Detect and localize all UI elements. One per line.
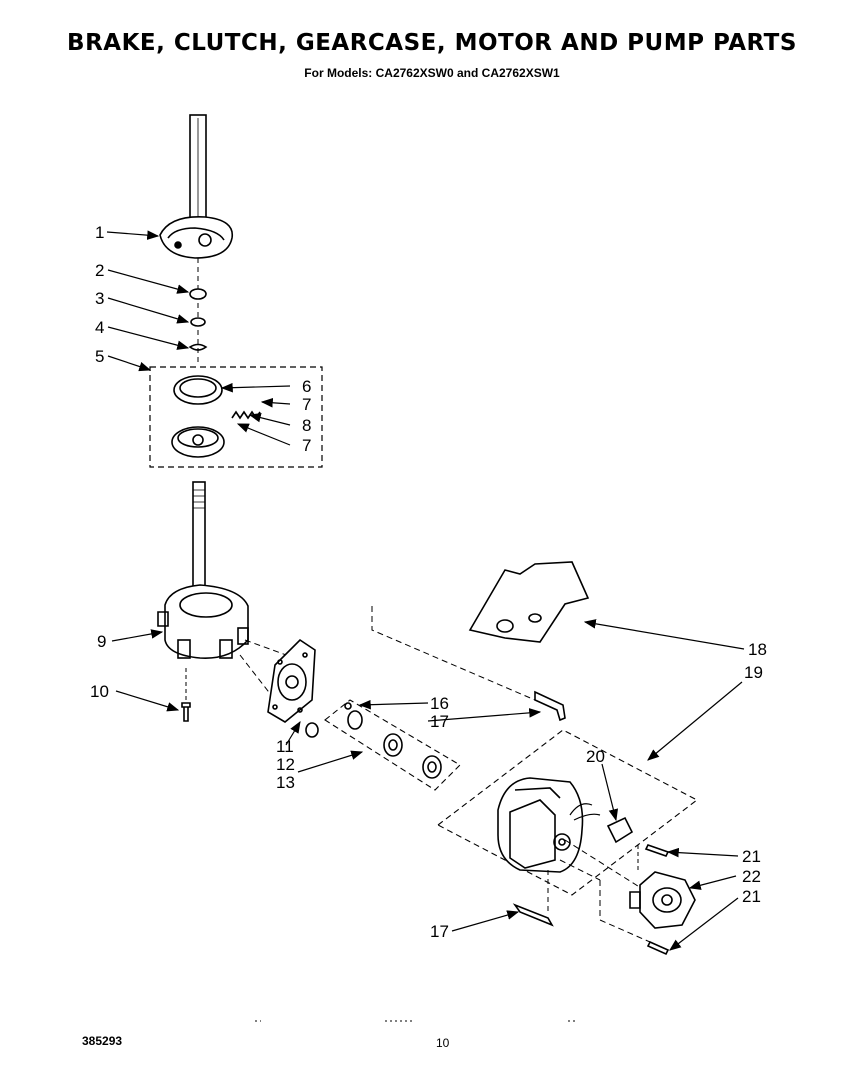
pump-housing-part [629, 871, 696, 929]
callout-4: 4 [95, 318, 104, 337]
spring-part [231, 410, 261, 420]
callout-17-upper: 17 [430, 712, 449, 731]
callout-12: 12 [276, 755, 295, 774]
callout-7-lower: 7 [302, 436, 311, 455]
document-number: 385293 [82, 1034, 123, 1048]
callout-21-upper: 21 [742, 847, 761, 866]
callout-22: 22 [742, 867, 761, 886]
clip-part-upper [644, 844, 670, 857]
clip-upper-part [534, 690, 566, 722]
callout-10: 10 [90, 682, 109, 701]
callout-18: 18 [748, 640, 767, 659]
callout-1: 1 [95, 223, 104, 242]
page-subtitle: For Models: CA2762XSW0 and CA2762XSW1 [304, 66, 560, 80]
clip-lower-part [512, 903, 554, 927]
pump-plate-part [267, 638, 316, 723]
callout-19: 19 [744, 663, 763, 682]
page-title: BRAKE, CLUTCH, GEARCASE, MOTOR AND PUMP … [67, 30, 797, 56]
callout-20: 20 [586, 747, 605, 766]
callout-2: 2 [95, 261, 104, 280]
callout-5: 5 [95, 347, 104, 366]
callout-3: 3 [95, 289, 104, 308]
brake-cam-part [159, 216, 234, 259]
pump-parts-box [324, 699, 461, 791]
callout-13: 13 [276, 773, 295, 792]
page-number: 10 [436, 1036, 450, 1050]
motor-assembly-box [436, 729, 699, 896]
brake-disc-part [171, 426, 225, 458]
callout-21-lower: 21 [742, 887, 761, 906]
callout-16: 16 [430, 694, 449, 713]
spring-washer-part [190, 317, 206, 327]
agitator-shaft [189, 114, 207, 226]
brake-assembly-box [149, 366, 323, 468]
gearcase-part [157, 584, 249, 659]
washer-part [189, 288, 207, 300]
callout-9: 9 [97, 632, 106, 651]
seal-part [305, 722, 319, 738]
callout-7-upper: 7 [302, 395, 311, 414]
retaining-ring-part [188, 343, 208, 351]
brake-ring-part [173, 375, 223, 405]
callout-6: 6 [302, 377, 311, 396]
callout-8: 8 [302, 416, 311, 435]
motor-part [497, 777, 601, 873]
callout-17-lower: 17 [430, 922, 449, 941]
callout-11: 11 [276, 737, 294, 756]
clip-part-lower [646, 940, 670, 956]
screw-part [181, 668, 191, 722]
splined-shaft [192, 481, 206, 588]
gasket-part [468, 561, 590, 643]
connector-part [606, 816, 634, 844]
